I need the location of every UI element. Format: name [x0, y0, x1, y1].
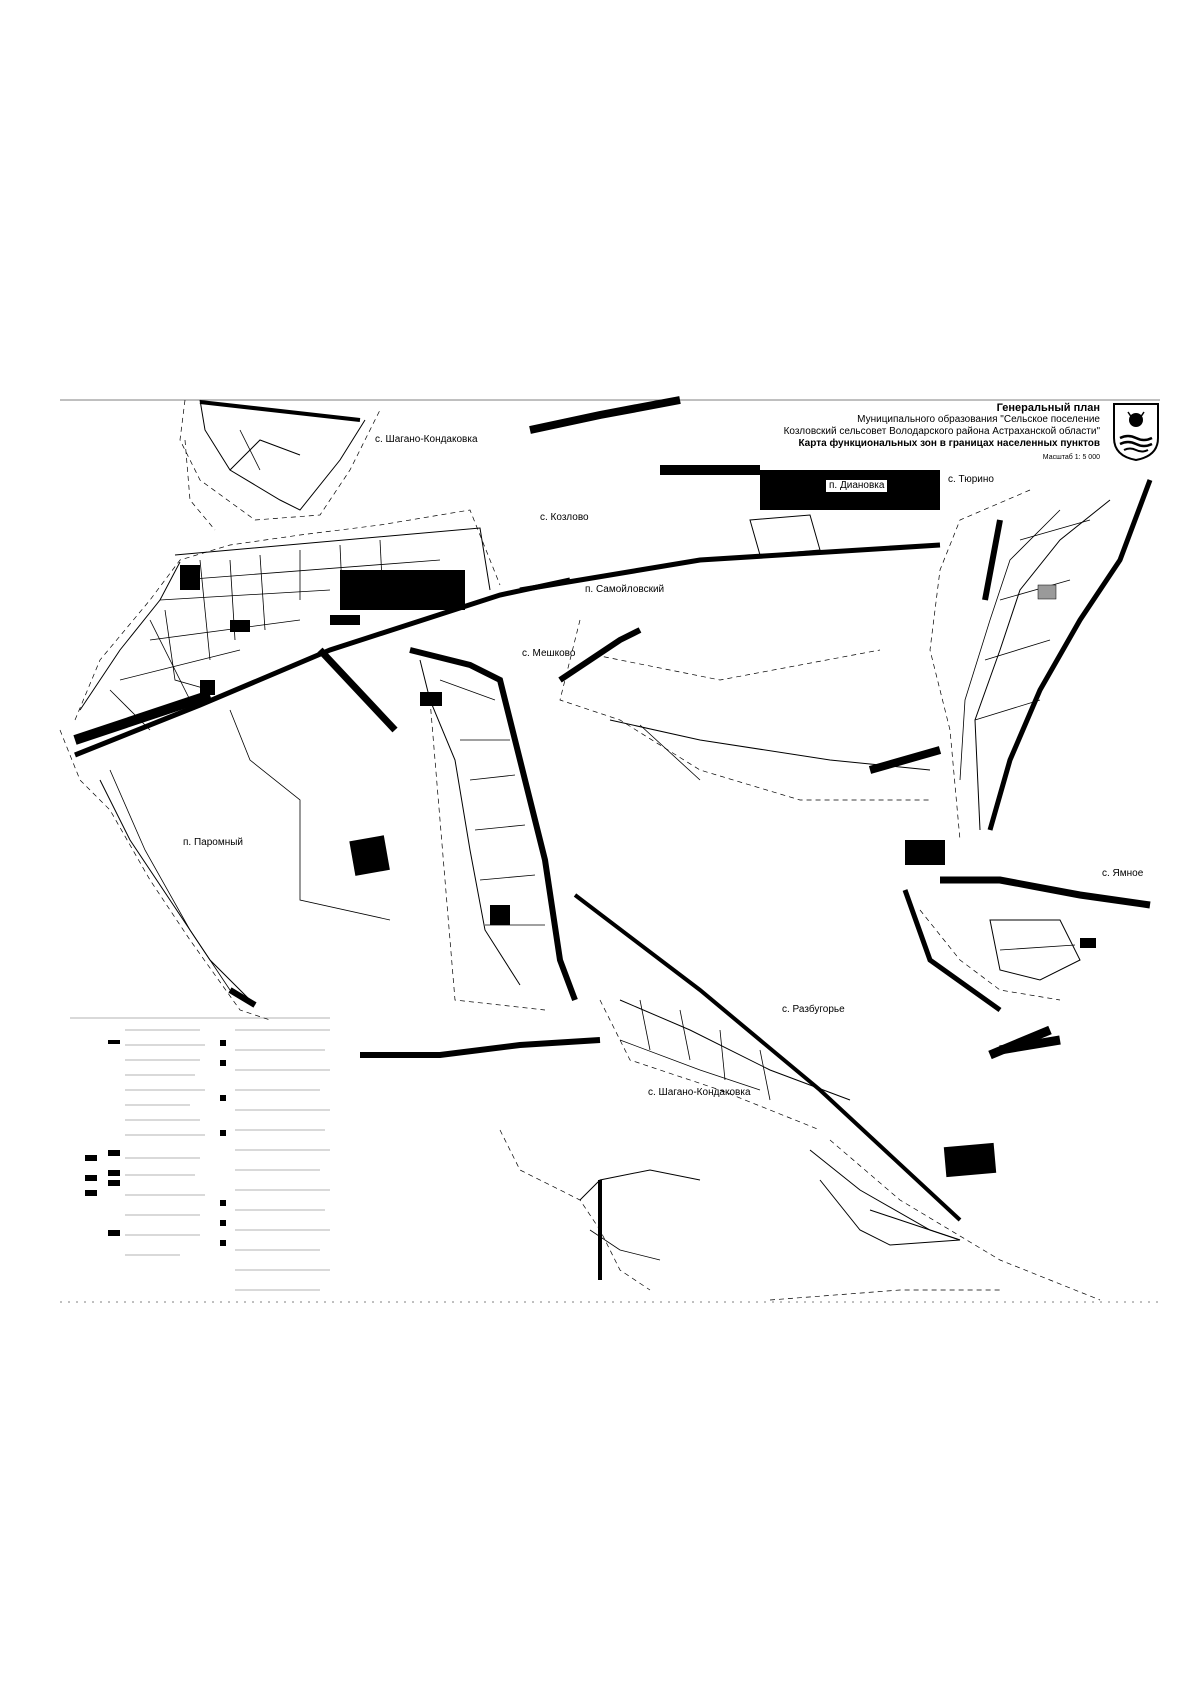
title-line4: Карта функциональных зон в границах насе…: [798, 438, 1100, 449]
label-kozlovo: с. Козлово: [540, 512, 589, 523]
coat-of-arms-icon: [1113, 403, 1159, 462]
settlement-shagano-top: [179, 399, 381, 531]
title-block: Генеральный план Муниципального образова…: [755, 402, 1100, 464]
settlement-kozlovo: [73, 509, 571, 758]
label-paromny: п. Паромный: [183, 837, 244, 848]
map-scale: Масштаб 1: 5 000: [1042, 454, 1100, 461]
settlement-tyurino: [905, 479, 1153, 865]
label-shagano-bottom: с. Шагано-Кондаковка: [648, 1087, 751, 1098]
title-line1: Генеральный план: [996, 402, 1100, 414]
title-line3: Козловский сельсовет Володарского района…: [783, 426, 1100, 437]
settlement-meshkovo: [409, 647, 578, 1011]
title-line2: Муниципального образования "Сельское пос…: [857, 414, 1100, 425]
settlement-paromny: [59, 647, 398, 1021]
label-tyurino: с. Тюрино: [948, 474, 994, 485]
label-shagano-top: с. Шагано-Кондаковка: [375, 434, 478, 445]
label-razbugorye: с. Разбугорье: [782, 1004, 845, 1015]
label-dianovka: п. Диановка: [825, 479, 889, 493]
label-samoylovsky: п. Самойловский: [585, 584, 665, 595]
settlement-samoylovsky: [519, 396, 942, 801]
label-yamnoe: с. Ямное: [1102, 868, 1144, 879]
label-meshkovo: с. Мешково: [522, 648, 576, 659]
settlement-shagano-bottom: [499, 1129, 1101, 1301]
legend: [70, 1017, 330, 1291]
settlement-yamnoe: [902, 876, 1151, 1055]
settlement-razbugorye: [360, 893, 1052, 1222]
